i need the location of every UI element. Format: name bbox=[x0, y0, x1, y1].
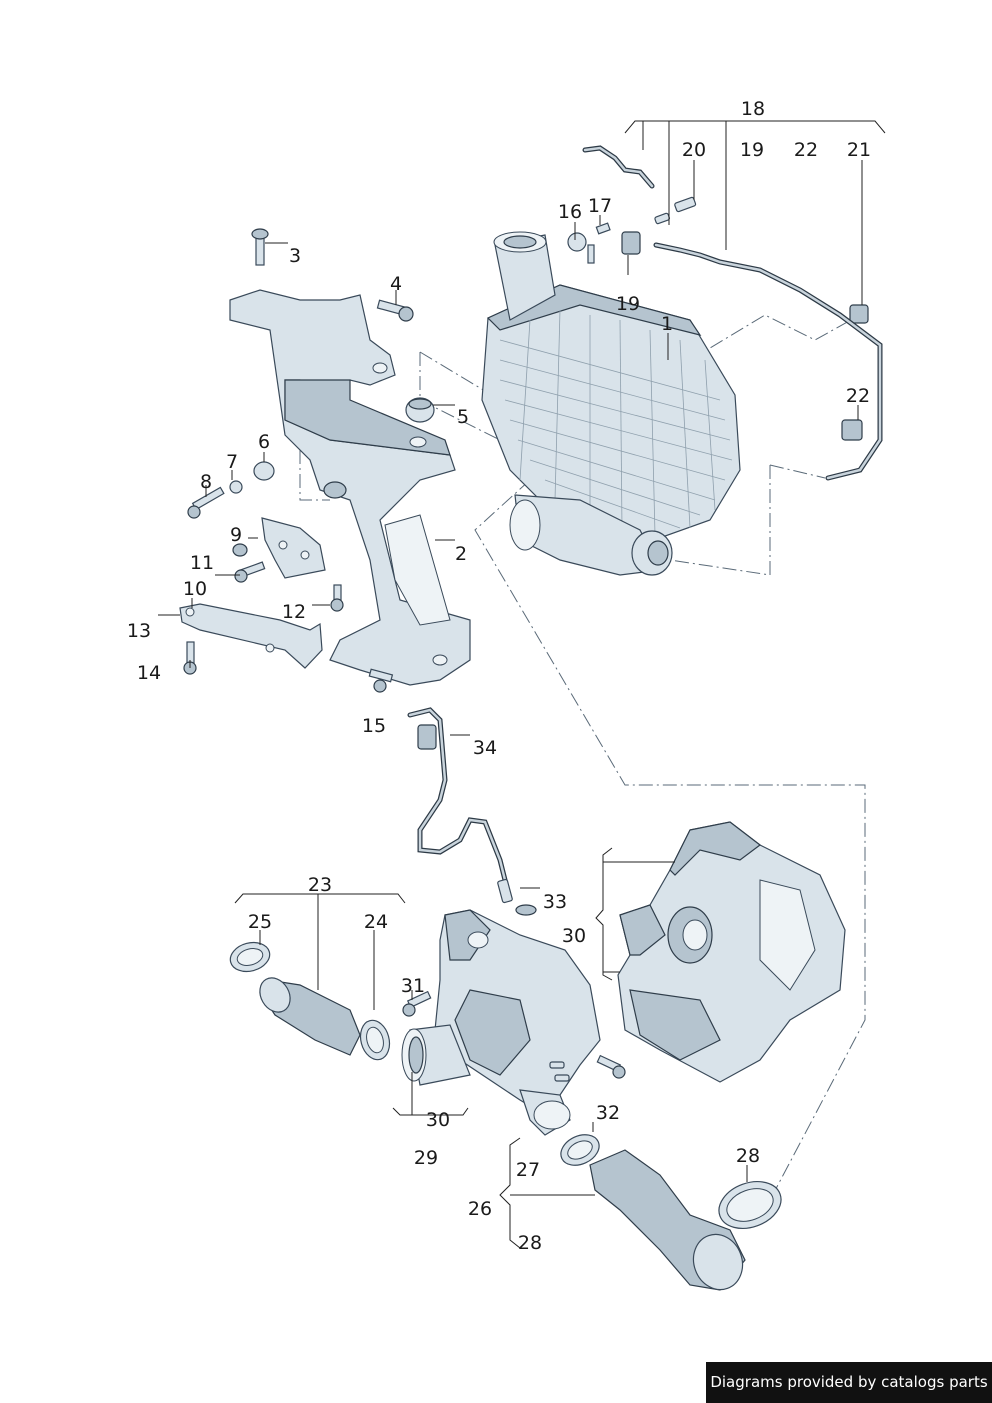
callout-12: 12 bbox=[282, 601, 306, 623]
callout-8: 8 bbox=[200, 471, 212, 493]
callout-11: 11 bbox=[190, 552, 214, 574]
callout-5: 5 bbox=[457, 406, 469, 428]
callout-27: 27 bbox=[516, 1159, 540, 1181]
callout-4: 4 bbox=[390, 273, 402, 295]
turbocharger bbox=[401, 909, 601, 1136]
callout-18: 18 bbox=[741, 98, 765, 120]
footer-credit: Diagrams provided by catalogs parts bbox=[706, 1362, 992, 1403]
callout-21: 21 bbox=[847, 139, 871, 161]
callout-10: 10 bbox=[183, 578, 207, 600]
inlet-hose bbox=[229, 941, 391, 1061]
callout-33: 33 bbox=[543, 891, 567, 913]
callout-3: 3 bbox=[289, 245, 301, 267]
callout-20: 20 bbox=[682, 139, 706, 161]
callout-22: 22 bbox=[794, 139, 818, 161]
callout-24: 24 bbox=[364, 911, 388, 933]
callout-23: 23 bbox=[308, 874, 332, 896]
callout-17: 17 bbox=[588, 195, 612, 217]
callout-31: 31 bbox=[401, 975, 425, 997]
vacuum-lines bbox=[407, 145, 883, 904]
callout-14: 14 bbox=[137, 662, 161, 684]
outlet-hose bbox=[560, 1134, 782, 1291]
small-bracket bbox=[261, 517, 326, 579]
callout-34: 34 bbox=[473, 737, 497, 759]
callout-19: 19 bbox=[616, 293, 640, 315]
callout-32: 32 bbox=[596, 1102, 620, 1124]
callout-6: 6 bbox=[258, 431, 270, 453]
callout-9: 9 bbox=[230, 524, 242, 546]
callout-19: 19 bbox=[740, 139, 764, 161]
callout-22: 22 bbox=[846, 385, 870, 407]
callout-labels: 18 20 19 22 21 16 17 19 1 22 3 4 5 6 7 8… bbox=[127, 98, 871, 1254]
callout-28: 28 bbox=[518, 1232, 542, 1254]
callout-7: 7 bbox=[226, 451, 238, 473]
callout-2: 2 bbox=[455, 543, 467, 565]
callout-30: 30 bbox=[426, 1109, 450, 1131]
callout-26: 26 bbox=[468, 1198, 492, 1220]
callout-1: 1 bbox=[661, 313, 673, 335]
callout-28: 28 bbox=[736, 1145, 760, 1167]
fasteners bbox=[183, 196, 869, 1079]
callout-16: 16 bbox=[558, 201, 582, 223]
mounting-bracket bbox=[229, 289, 471, 686]
callout-15: 15 bbox=[362, 715, 386, 737]
callout-29: 29 bbox=[414, 1147, 438, 1169]
callout-13: 13 bbox=[127, 620, 151, 642]
heat-shield bbox=[617, 821, 846, 1083]
support-strap bbox=[179, 603, 323, 669]
intercooler-manifold bbox=[481, 231, 741, 576]
leader-lines bbox=[158, 120, 886, 1249]
callout-30: 30 bbox=[562, 925, 586, 947]
callout-25: 25 bbox=[248, 911, 272, 933]
